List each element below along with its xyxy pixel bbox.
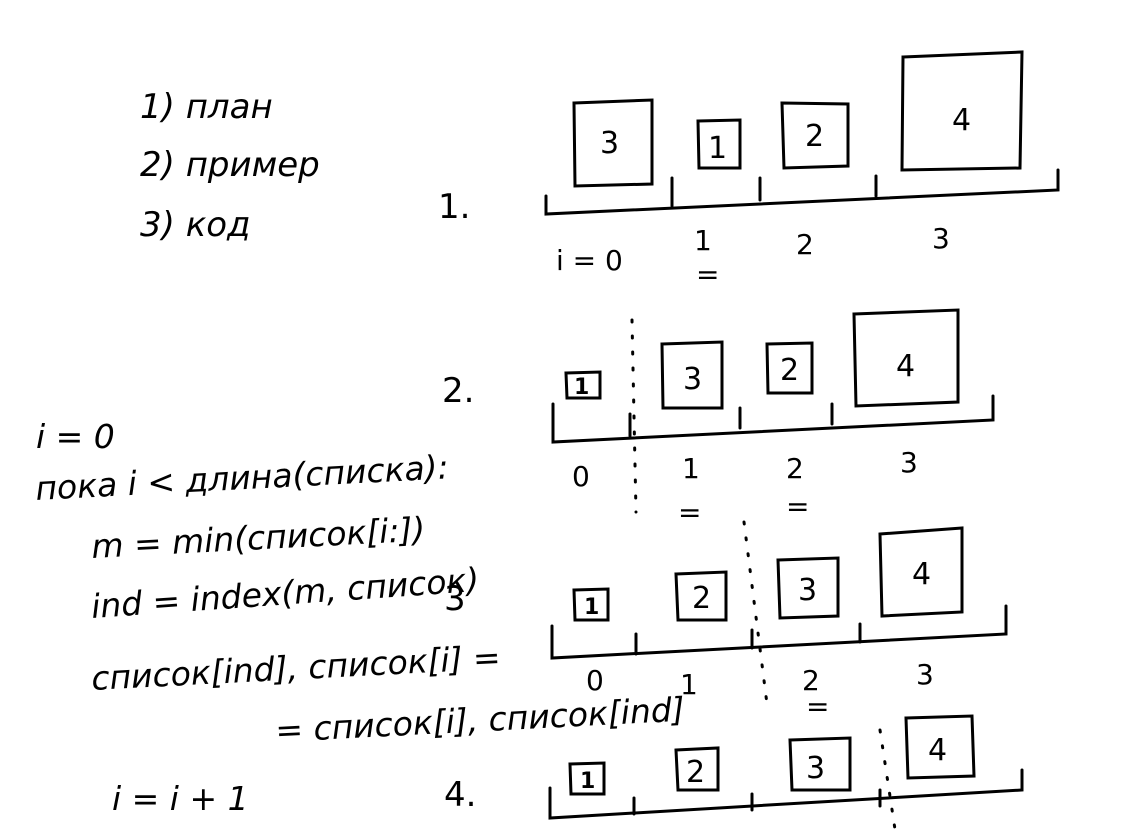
svg-text:3: 3 [683,362,702,397]
array-box: 2 [674,570,728,622]
array-box: 2 [780,101,850,170]
code-line-6: = список[i], список[ind] [274,690,685,750]
step-number: 2. [442,371,474,411]
eq-mark: = [696,258,719,291]
svg-text:2: 2 [780,353,799,388]
sorted-boundary [630,318,638,514]
code-line-4: ind = index(m, список) [90,560,481,626]
step-3: 3 1 2 3 4 0 1 2 3 = [444,520,1008,723]
index-label: 2 [802,664,820,697]
array-box: 1 [568,761,606,796]
step-number: 4. [444,775,476,815]
array-box: 4 [904,714,976,780]
index-label: 1 [680,668,698,701]
array-box: 2 [765,341,814,395]
step-4: 4. 1 2 3 4 [444,714,1024,838]
array-box: 3 [572,98,654,188]
svg-text:1: 1 [584,595,599,620]
cell-separators [670,174,878,208]
array-box: 3 [776,556,840,620]
array-box: 3 [788,736,852,792]
code-line-5: список[ind], список[i] = [90,638,501,698]
array-baseline [544,168,1060,216]
eq-mark: = [786,490,809,523]
step-1: 1. 3 1 2 4 i = 0 1 2 3 = [438,50,1060,291]
code-line-2: пока i < длина(списка): [34,447,449,508]
svg-text:1: 1 [580,769,595,794]
index-label: 3 [932,222,950,255]
svg-text:4: 4 [928,733,947,768]
svg-text:4: 4 [896,349,915,384]
index-label: 1 [682,452,700,485]
svg-text:2: 2 [692,581,711,616]
sorted-boundary [878,728,898,838]
svg-text:4: 4 [952,103,971,138]
plan-item-2: 2) пример [140,145,320,185]
array-baseline [550,604,1008,660]
array-box: 1 [572,587,610,622]
array-baseline [551,394,995,444]
svg-text:4: 4 [912,557,931,592]
step-number: 1. [438,187,470,227]
svg-text:3: 3 [600,126,619,161]
array-box: 4 [900,50,1024,172]
array-box: 2 [674,746,720,792]
index-label: 3 [916,658,934,691]
step-number: 3 [444,579,466,619]
array-box: 4 [852,308,960,408]
code-line-1: i = 0 [36,417,115,456]
index-label: i = 0 [556,244,623,277]
plan-item-1: 1) план [140,87,273,127]
step-2: 2. 1 3 2 4 0 1 2 3 = = [442,308,995,529]
index-label: 0 [586,664,604,697]
array-box: 4 [878,526,964,618]
svg-text:2: 2 [686,755,705,790]
array-box: 1 [696,118,742,170]
index-label: 0 [572,460,590,493]
array-box: 1 [564,370,602,400]
svg-text:3: 3 [806,751,825,786]
index-label: 1 [694,224,712,257]
index-label: 3 [900,446,918,479]
index-label: 2 [796,228,814,261]
code-line-7: i = i + 1 [112,779,249,818]
plan-list: 1) план 2) пример 3) код [140,87,320,245]
sorted-boundary [742,520,770,714]
cell-separators [632,788,882,816]
index-label: 2 [786,452,804,485]
plan-item-3: 3) код [140,205,251,245]
eq-mark: = [678,496,701,529]
array-box: 3 [660,340,724,410]
svg-text:3: 3 [798,573,817,608]
eq-mark: = [806,690,829,723]
cell-separators [628,402,834,438]
cell-separators [634,622,862,656]
svg-text:2: 2 [805,119,824,154]
code-line-3: m = min(список[i:]) [90,510,426,566]
array-baseline [548,768,1024,820]
svg-text:1: 1 [574,375,589,400]
svg-text:1: 1 [708,131,727,166]
